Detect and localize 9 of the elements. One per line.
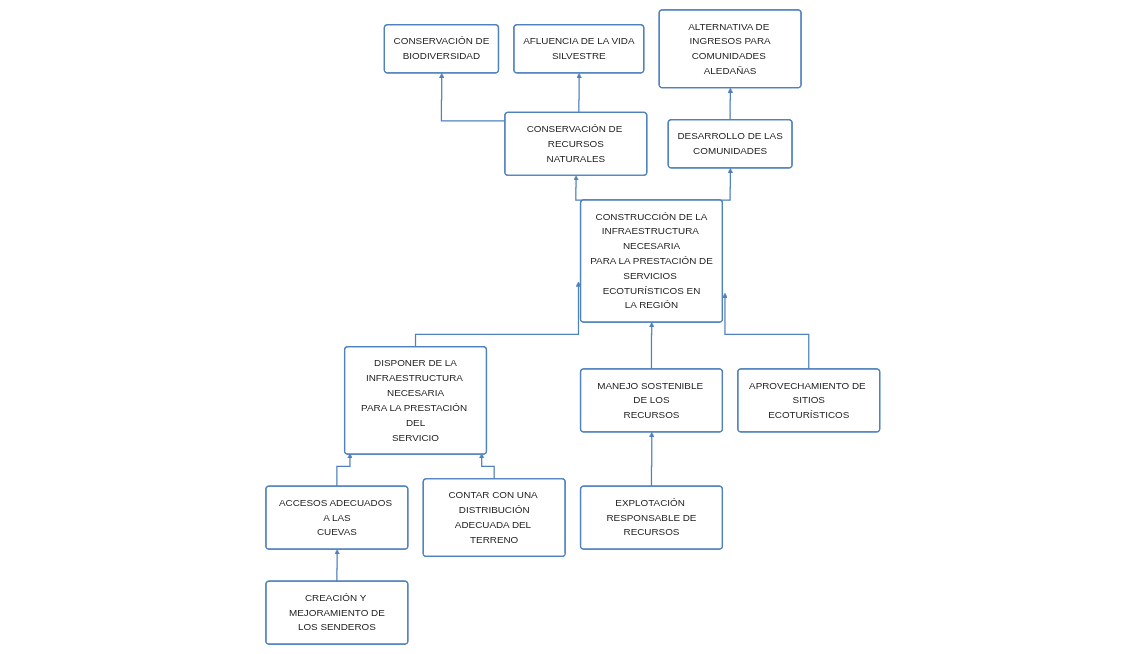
arrow <box>414 281 581 348</box>
arrow <box>648 431 655 488</box>
arrow <box>721 292 810 370</box>
arrow <box>648 322 655 370</box>
arrow <box>334 549 340 583</box>
arrow <box>727 87 733 121</box>
arrow <box>576 72 582 114</box>
arrow <box>335 453 353 488</box>
arrow <box>478 453 495 480</box>
